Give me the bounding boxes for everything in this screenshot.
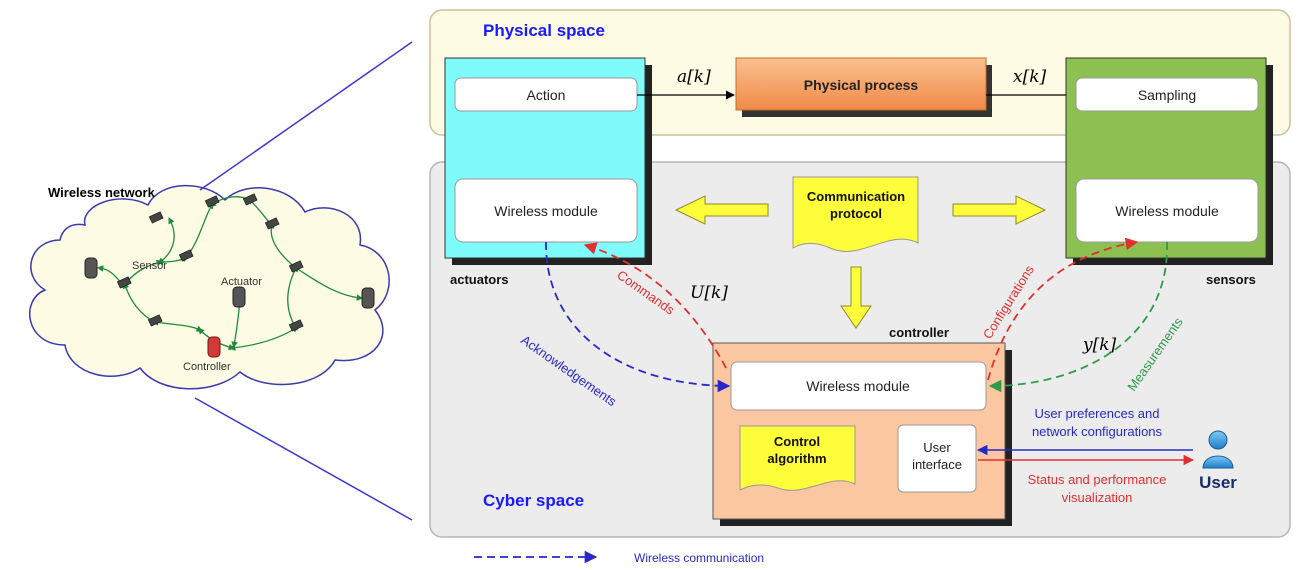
sampling-label: Sampling bbox=[1138, 87, 1196, 103]
sensor-node-icon bbox=[288, 260, 304, 273]
communication-protocol-shape bbox=[792, 176, 919, 252]
signal-x: x[k] bbox=[1013, 67, 1047, 87]
sensor-node-icon bbox=[116, 276, 132, 289]
actuator-node-icon bbox=[84, 257, 98, 279]
actuators-label: actuators bbox=[450, 272, 509, 287]
controller-wireless-label: Wireless module bbox=[806, 378, 910, 394]
controller-label: controller bbox=[889, 325, 949, 340]
user-interface-box bbox=[897, 424, 977, 493]
sampling-box bbox=[1075, 77, 1259, 112]
protocol-to-actuators-arrow bbox=[674, 195, 769, 225]
user-status-line1: Status and performance bbox=[1028, 472, 1167, 487]
measurements-link bbox=[988, 241, 1168, 393]
sensor-node-icon bbox=[264, 217, 280, 230]
actuator-node-icon bbox=[232, 286, 246, 308]
user-interface-line2: interface bbox=[912, 457, 962, 472]
protocol-line1: Communication bbox=[807, 189, 905, 204]
configurations-link bbox=[987, 237, 1139, 381]
network-title: Wireless network bbox=[48, 185, 156, 200]
sensor-node-icon bbox=[147, 314, 163, 327]
sensor-node-icon bbox=[204, 195, 220, 208]
controller-node-icon bbox=[207, 336, 221, 358]
network-sensor-label: Sensor bbox=[132, 260, 167, 272]
controller-wireless-module bbox=[730, 361, 987, 411]
protocol-line2: protocol bbox=[830, 206, 882, 221]
zoom-line-top bbox=[199, 41, 413, 191]
signal-a: a[k] bbox=[677, 67, 711, 87]
user-prefs-line1: User preferences and bbox=[1034, 406, 1159, 421]
control-algorithm-line1: Control bbox=[774, 434, 820, 449]
legend-wireless-label: Wireless communication bbox=[634, 551, 764, 565]
wireless-network-cloud bbox=[29, 184, 390, 390]
sensor-node-icon bbox=[178, 249, 194, 262]
physical-process-box bbox=[735, 57, 987, 111]
network-sensor-nodes bbox=[116, 193, 304, 332]
protocol-to-sensors-arrow bbox=[952, 195, 1047, 225]
signal-u: U[k] bbox=[690, 283, 728, 303]
network-controller-label: Controller bbox=[183, 361, 231, 373]
zoom-line-bottom bbox=[194, 397, 413, 521]
network-actuator-label: Actuator bbox=[221, 276, 262, 288]
user-interface-line1: User bbox=[923, 440, 951, 455]
physical-space-title: Physical space bbox=[483, 21, 605, 40]
sensors-wireless-label: Wireless module bbox=[1115, 203, 1219, 219]
cyber-space-title: Cyber space bbox=[483, 491, 584, 510]
network-actuator-nodes bbox=[84, 257, 375, 358]
signal-y: y[k] bbox=[1082, 335, 1117, 355]
control-algorithm-shape bbox=[739, 425, 856, 491]
actuator-node-icon bbox=[361, 287, 375, 309]
actuators-wireless-label: Wireless module bbox=[494, 203, 598, 219]
sensor-node-icon bbox=[148, 211, 164, 224]
physical-process-label: Physical process bbox=[804, 77, 919, 93]
commands-link bbox=[583, 242, 727, 369]
control-algorithm-line2: algorithm bbox=[767, 451, 826, 466]
user-icon bbox=[1202, 430, 1234, 469]
user-prefs-line2: network configurations bbox=[1032, 424, 1163, 439]
user-label: User bbox=[1199, 473, 1237, 492]
action-label: Action bbox=[527, 87, 566, 103]
user-status-line2: visualization bbox=[1062, 490, 1133, 505]
sensor-node-icon bbox=[242, 193, 258, 206]
sensors-label: sensors bbox=[1206, 272, 1256, 287]
sensor-node-icon bbox=[288, 319, 304, 332]
acknowledgements-link bbox=[545, 241, 731, 393]
protocol-to-controller-arrow bbox=[840, 266, 872, 329]
